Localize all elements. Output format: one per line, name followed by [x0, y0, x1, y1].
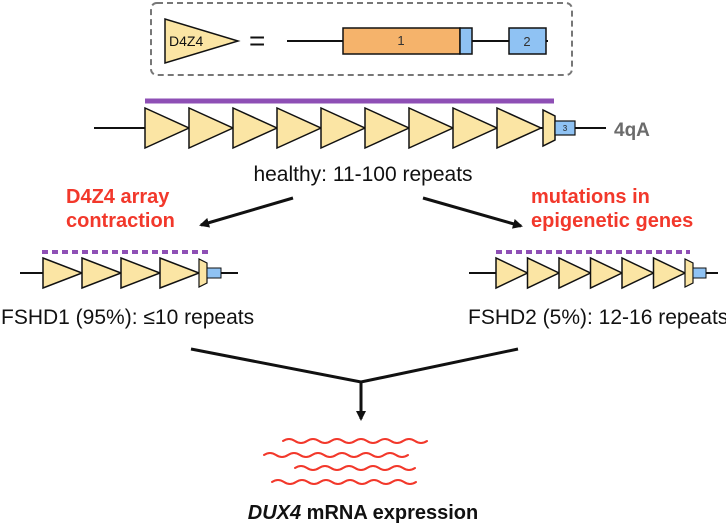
mrna-strand	[263, 452, 409, 458]
healthy-repeat-triangle	[144, 106, 191, 150]
legend-exon1-blue-tail	[459, 27, 473, 55]
healthy-caption: healthy: 11-100 repeats	[253, 163, 472, 186]
fshd2-repeat-triangle	[589, 256, 624, 290]
healthy-repeat-triangle	[364, 106, 411, 150]
mrna-waves	[263, 438, 428, 485]
fshd2-repeat-triangle	[621, 256, 656, 290]
legend-box: D4Z4 = 1 2	[150, 2, 573, 76]
arrow-to-fshd2	[422, 196, 523, 229]
healthy-exon3-box	[554, 120, 576, 136]
fshd2-repeat-triangle	[526, 256, 561, 290]
healthy-repeat-triangle	[320, 106, 367, 150]
haplotype-label: 4qA	[614, 120, 650, 141]
fshd2-partial-repeat	[684, 258, 694, 288]
healthy-repeat-triangle	[452, 106, 499, 150]
healthy-partial-repeat	[542, 108, 556, 148]
fshd2-caption: FSHD2 (5%): 12-16 repeats	[468, 306, 726, 329]
cause-contraction-line1: D4Z4 array	[66, 186, 170, 208]
fshd2-repeat-triangle	[495, 256, 530, 290]
legend-exon1-label: 1	[397, 33, 404, 48]
legend-exon1-box	[342, 27, 461, 55]
fshd1-repeat-triangle	[159, 256, 202, 290]
mrna-strand	[294, 465, 416, 471]
fshd2-repeat-triangle	[558, 256, 593, 290]
result-label: DUX4 mRNA expression	[248, 502, 478, 524]
arrow-to-fshd1	[199, 196, 294, 228]
healthy-exon3-label: 3	[563, 124, 568, 133]
legend-equals-sign: =	[249, 25, 265, 56]
fshd1-caption: FSHD1 (95%): ≤10 repeats	[1, 306, 254, 329]
healthy-repeat-triangle	[232, 106, 279, 150]
result-gene: DUX4	[248, 502, 301, 524]
cause-contraction-line2: contraction	[66, 210, 175, 232]
mrna-strand	[271, 479, 417, 485]
healthy-array: 3 4qA healthy: 11-100 repeats	[94, 98, 650, 186]
healthy-repeat-group	[144, 106, 543, 150]
fshd1-repeat-triangle	[120, 256, 163, 290]
fshd1-repeat-triangle	[42, 256, 85, 290]
mrna-strand	[282, 438, 428, 444]
legend-exon2-box	[508, 27, 547, 55]
result-rest: mRNA expression	[301, 502, 478, 524]
healthy-repeat-triangle	[188, 106, 235, 150]
fshd2-array: FSHD2 (5%): 12-16 repeats	[468, 250, 726, 329]
fshd1-exon3-box	[206, 267, 222, 279]
cause-epigenetic-line2: epigenetic genes	[531, 210, 693, 232]
legend-d4z4-triangle	[164, 17, 241, 65]
healthy-repeat-triangle	[276, 106, 323, 150]
fshd1-array: FSHD1 (95%): ≤10 repeats	[1, 250, 254, 329]
fshd1-repeat-triangle	[81, 256, 124, 290]
converging-connector	[190, 347, 519, 384]
healthy-repeat-triangle	[408, 106, 455, 150]
legend-unit-label: D4Z4	[169, 33, 203, 49]
fshd2-repeat-group	[495, 256, 687, 290]
fshd1-partial-repeat	[198, 258, 208, 288]
healthy-repeat-triangle	[496, 106, 543, 150]
legend-exon2-label: 2	[523, 34, 530, 49]
cause-epigenetic-line1: mutations in	[531, 186, 650, 208]
fshd2-repeat-triangle	[652, 256, 687, 290]
fshd1-repeat-group	[42, 256, 202, 290]
fshd2-exon3-box	[692, 267, 707, 279]
legend-frame	[150, 2, 573, 76]
